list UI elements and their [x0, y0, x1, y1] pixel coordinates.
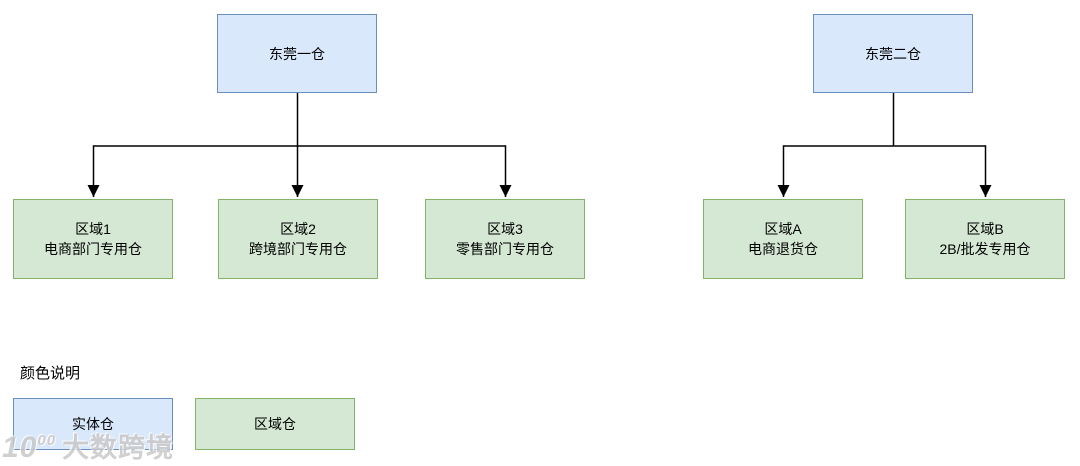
node-zone-b: 区域B 2B/批发专用仓 — [905, 199, 1065, 279]
legend-item-label: 区域仓 — [254, 416, 296, 432]
node-label-line1: 区域1 — [75, 221, 111, 237]
node-dongguan-warehouse-1: 东莞一仓 — [217, 14, 377, 93]
legend-item-physical-warehouse: 实体仓 — [13, 398, 173, 450]
node-label-line1: 区域3 — [487, 221, 523, 237]
node-zone-a: 区域A 电商退货仓 — [703, 199, 863, 279]
node-label-line2: 跨境部门专用仓 — [249, 241, 347, 257]
node-label: 东莞一仓 — [269, 45, 325, 62]
node-label: 东莞二仓 — [865, 45, 921, 62]
node-label-line2: 电商部门专用仓 — [44, 241, 142, 257]
watermark-dashukuajing-logo: 1000 大数跨境 — [2, 426, 174, 465]
legend-item-zone-warehouse: 区域仓 — [195, 398, 355, 450]
node-label-line1: 区域2 — [280, 221, 316, 237]
node-zone-3: 区域3 零售部门专用仓 — [425, 199, 585, 279]
node-label-line1: 区域B — [966, 221, 1004, 237]
node-label-line2: 2B/批发专用仓 — [939, 241, 1031, 257]
node-dongguan-warehouse-2: 东莞二仓 — [813, 14, 973, 93]
node-label-line1: 区域A — [764, 221, 802, 237]
node-zone-2: 区域2 跨境部门专用仓 — [218, 199, 378, 279]
watermark-brand-text: 大数跨境 — [62, 433, 175, 463]
node-label-line2: 零售部门专用仓 — [456, 241, 554, 257]
node-zone-1: 区域1 电商部门专用仓 — [13, 199, 173, 279]
legend-item-label: 实体仓 — [72, 416, 114, 432]
legend-title: 颜色说明 — [20, 365, 81, 382]
watermark-logo-base: 10 — [2, 431, 38, 464]
node-label-line2: 电商退货仓 — [748, 241, 818, 257]
watermark-logo-superscript: 00 — [37, 432, 57, 449]
